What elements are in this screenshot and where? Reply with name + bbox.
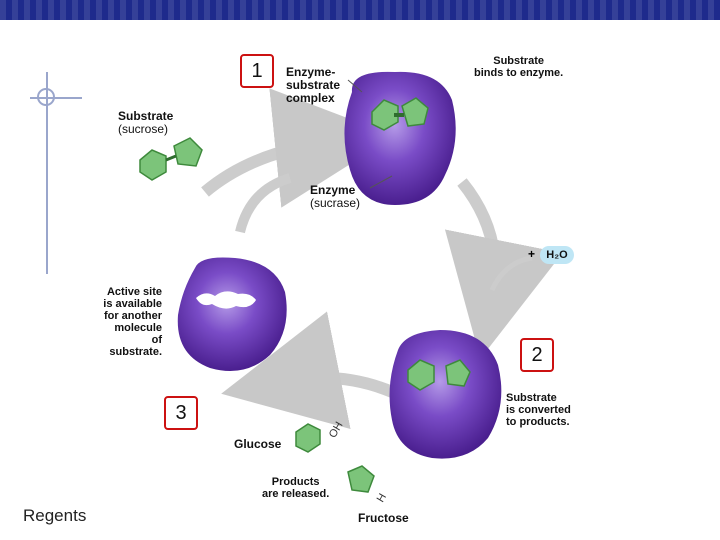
label-released-line-2: are released.	[262, 488, 330, 501]
footer-label: Regents	[23, 506, 87, 525]
title-bar-texture	[0, 0, 720, 20]
label-substrate-name: (sucrose)	[118, 122, 169, 137]
enzyme-products-shape	[389, 330, 502, 459]
label-complex-line-1: Enzyme-	[286, 65, 336, 79]
bond-bound	[394, 113, 404, 117]
complex-pointer-line	[347, 79, 363, 93]
label-binds-line-2: binds to enzyme.	[474, 67, 564, 80]
substrate-glucose-free	[139, 149, 167, 181]
label-released-line-1: Products	[271, 476, 320, 488]
bond-free	[165, 154, 177, 162]
label-converted-line-3: to products.	[506, 416, 570, 429]
enzyme-pointer-line	[369, 175, 393, 189]
label-active-site-line-5: substrate.	[109, 346, 162, 359]
label-complex-line-3: complex	[286, 91, 335, 106]
substrate-fructose-bound	[401, 97, 429, 127]
label-glucose-text: Glucose	[234, 437, 282, 451]
cycle-arrow-right	[444, 178, 563, 359]
label-complex-line-2: substrate	[286, 78, 341, 93]
label-binds-line-1: Substrate	[493, 55, 544, 67]
label-active-site: Active site is available for another mol…	[102, 286, 162, 359]
step-marker-3: 3	[164, 396, 198, 430]
label-active-site-line-1: Active site	[106, 286, 162, 298]
plus-sign: +	[528, 247, 536, 261]
label-enzyme-name: (sucrase)	[310, 196, 361, 211]
label-fructose-text: Fructose	[358, 511, 409, 525]
title-bar	[0, 0, 720, 20]
label-substrate-converted: Substrate is converted to products.	[506, 392, 571, 428]
label-active-site-line-3: for another	[103, 310, 162, 323]
label-substrate-title: Substrate	[118, 109, 174, 123]
label-enzyme-title: Enzyme	[310, 183, 356, 197]
water-molecule-badge: H₂O	[540, 246, 574, 264]
label-active-site-line-4: molecule of	[114, 322, 162, 347]
enzyme-free-shape	[177, 257, 287, 372]
decorative-vertical-line	[46, 72, 48, 274]
enzyme-complex-shape	[344, 71, 456, 205]
label-converted-line-1: Substrate	[506, 392, 557, 404]
label-enzyme-sucrase: Enzyme (sucrase)	[310, 183, 361, 211]
label-active-site-line-2: is available	[103, 298, 162, 311]
product-fructose-in-site	[445, 359, 471, 387]
product-fructose-released	[347, 465, 375, 493]
label-substrate-sucrose: Substrate (sucrose)	[118, 109, 174, 137]
label-fructose: Fructose	[358, 511, 409, 525]
product-glucose-in-site	[407, 359, 435, 391]
crosshair-circle-icon	[37, 88, 55, 106]
label-converted-line-2: is converted	[506, 404, 571, 417]
substrate-fructose-free	[173, 137, 203, 167]
step-marker-1: 1	[240, 54, 274, 88]
cycle-arrow-top	[201, 88, 395, 208]
decorative-horizontal-line	[30, 97, 82, 99]
product-glucose-released	[295, 423, 321, 453]
step-marker-2: 2	[520, 338, 554, 372]
label-enzyme-substrate-complex: Enzyme- substrate complex	[286, 65, 341, 106]
label-glucose: Glucose	[234, 437, 282, 451]
active-site-pocket	[196, 291, 256, 309]
water-input-arrow	[489, 255, 533, 292]
cycle-arrow-left	[235, 173, 292, 234]
substrate-glucose-bound	[371, 99, 399, 131]
label-products-released: Products are released.	[262, 476, 329, 500]
cycle-arrow-bottom	[221, 311, 395, 430]
label-substrate-binds: Substrate binds to enzyme.	[474, 55, 563, 79]
